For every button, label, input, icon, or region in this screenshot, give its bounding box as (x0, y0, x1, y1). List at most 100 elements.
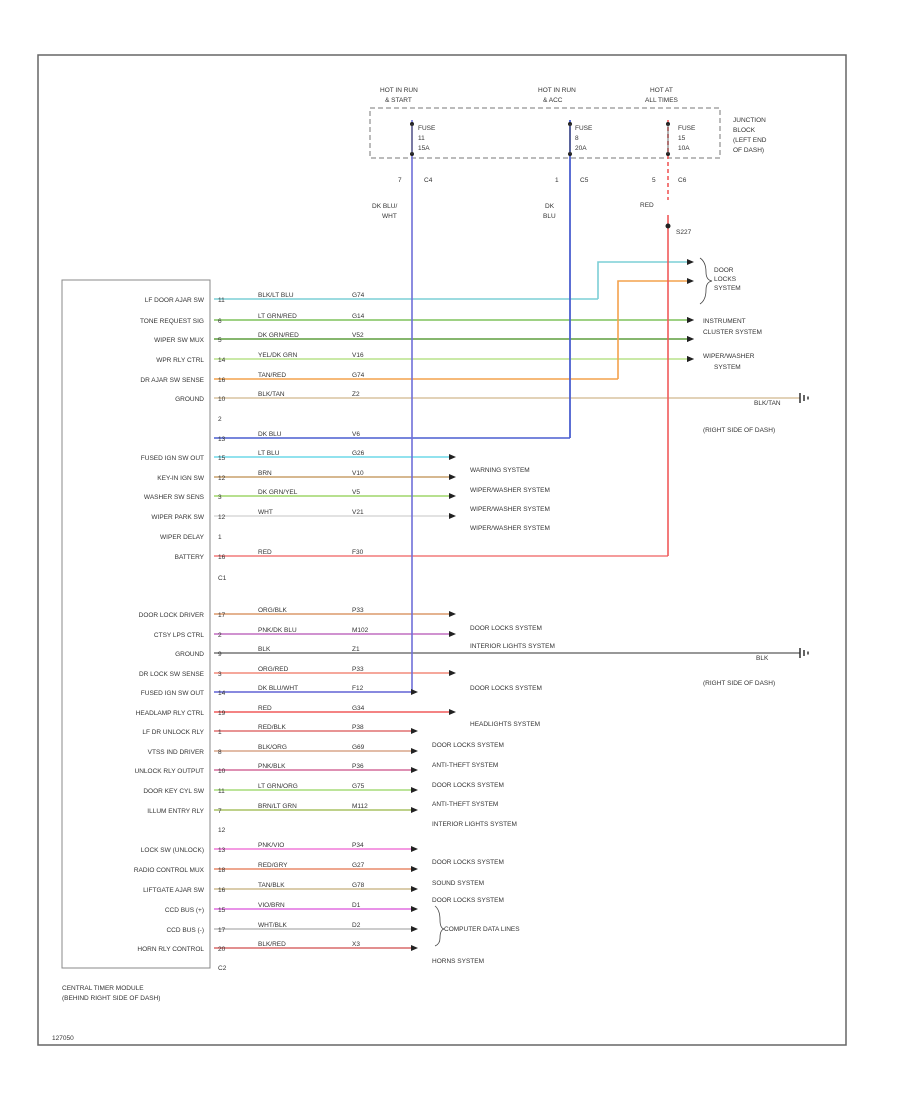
arrow-marker (449, 513, 456, 519)
circuit-label: Z1 (352, 646, 360, 653)
pin-label: WASHER SW SENS (144, 494, 205, 501)
arrow-marker (411, 926, 418, 932)
pin-label: ILLUM ENTRY RLY (147, 808, 204, 815)
circuit-label: V5 (352, 489, 360, 496)
dest-interior-lights-system-1: INTERIOR LIGHTS SYSTEM (470, 643, 555, 650)
pin-label: LF DOOR AJAR SW (145, 297, 205, 304)
pin-number: 13 (218, 847, 226, 854)
wire-color-label: BLK/ORG (258, 744, 287, 751)
pin-label: KEY-IN IGN SW (157, 475, 205, 482)
ground-symbol (799, 648, 809, 658)
ground-symbol (799, 393, 809, 403)
dest-door-locks-2: LOCKS (714, 276, 737, 283)
wire-color-label: WHT (258, 509, 273, 516)
circuit-label: Z2 (352, 391, 360, 398)
arrow-marker (687, 278, 694, 284)
fuse2-rating: 20A (575, 145, 587, 152)
pin-label: WIPER DELAY (160, 534, 205, 541)
pin-label: WIPER SW MUX (154, 337, 204, 344)
circuit-label: G69 (352, 744, 365, 751)
module-name-line1: CENTRAL TIMER MODULE (62, 985, 144, 992)
fuse2-supply-line1: HOT IN RUN (538, 87, 576, 94)
wire-color-label: BLK/LT BLU (258, 292, 294, 299)
dest-wiper-washer-1: WIPER/WASHER (703, 353, 755, 360)
dest-computer-data-lines: COMPUTER DATA LINES (444, 926, 520, 933)
pin-label: CCD BUS (+) (165, 907, 204, 914)
junction-block-label-1: JUNCTION (733, 117, 766, 124)
wire-color-label: RED/BLK (258, 724, 286, 731)
wire-color-label: DK BLU/WHT (258, 685, 298, 692)
pin-label: LOCK SW (UNLOCK) (141, 847, 204, 854)
pin-number: 18 (218, 867, 226, 874)
arrow-marker (687, 259, 694, 265)
arrow-marker (687, 317, 694, 323)
wire-riser (617, 280, 688, 379)
pin-number: 14 (218, 690, 226, 697)
junction-block-label-3: (LEFT END (733, 137, 767, 144)
pin-number: 1 (218, 534, 222, 541)
pin-number: 15 (218, 907, 226, 914)
pin-label: HEADLAMP RLY CTRL (136, 710, 205, 717)
arrow-marker (449, 709, 456, 715)
splice-label: S227 (676, 229, 692, 236)
arrow-marker (687, 356, 694, 362)
dest-door-locks-system-4: DOOR LOCKS SYSTEM (432, 782, 504, 789)
arrow-marker (449, 670, 456, 676)
pin-number: 10 (218, 768, 226, 775)
pin-label: FUSED IGN SW OUT (141, 690, 204, 697)
junction-block-label-4: OF DASH) (733, 147, 764, 154)
fuse3-connector: C6 (678, 177, 687, 184)
dest-horns-system: HORNS SYSTEM (432, 958, 484, 965)
ground2-wire: BLK (756, 655, 769, 662)
arrow-marker (449, 611, 456, 617)
circuit-label: P33 (352, 607, 364, 614)
dest-anti-theft-system-1: ANTI-THEFT SYSTEM (432, 762, 498, 769)
fuse3-number: 15 (678, 135, 686, 142)
splice-dot (665, 223, 671, 229)
pin-label: GROUND (175, 651, 204, 658)
pin-number: 8 (218, 749, 222, 756)
wire-color-label: YEL/DK GRN (258, 352, 298, 359)
dest-anti-theft-system-2: ANTI-THEFT SYSTEM (432, 801, 498, 808)
dest-interior-lights-system-2: INTERIOR LIGHTS SYSTEM (432, 821, 517, 828)
fuse1-connector: C4 (424, 177, 433, 184)
circuit-label: M102 (352, 627, 369, 634)
pin-label: VTSS IND DRIVER (148, 749, 205, 756)
dest-door-locks-system-1: DOOR LOCKS SYSTEM (470, 625, 542, 632)
wire-color-label: PNK/DK BLU (258, 627, 297, 634)
circuit-label: M112 (352, 803, 368, 810)
circuit-label: G26 (352, 450, 365, 457)
connector-c2: C2 (218, 965, 227, 972)
circuit-label: V52 (352, 332, 364, 339)
arrow-marker (411, 846, 418, 852)
dest-door-locks-system-6: DOOR LOCKS SYSTEM (432, 897, 504, 904)
circuit-label: G14 (352, 313, 365, 320)
circuit-label: G78 (352, 882, 365, 889)
pin-label: LF DR UNLOCK RLY (142, 729, 204, 736)
pin-label: FUSED IGN SW OUT (141, 455, 204, 462)
circuit-label: D1 (352, 902, 361, 909)
wire-color-label: BLK/TAN (258, 391, 285, 398)
pin-label: DOOR KEY CYL SW (143, 788, 205, 795)
arrow-marker (411, 866, 418, 872)
dest-wiper-washer-2: SYSTEM (714, 364, 741, 371)
pin-number: 19 (218, 710, 226, 717)
circuit-label: F30 (352, 549, 364, 556)
wire-color-label: BLK (258, 646, 271, 653)
wire-color-label: ORG/RED (258, 666, 289, 673)
arrow-marker (411, 945, 418, 951)
dest-door-locks-3: SYSTEM (714, 285, 741, 292)
fuse1-rating: 15A (418, 145, 430, 152)
pin-label: CTSY LPS CTRL (154, 632, 204, 639)
circuit-label: G74 (352, 292, 365, 299)
module-box (61, 279, 211, 969)
arrow-marker (411, 728, 418, 734)
pin-number: 15 (218, 455, 226, 462)
diagram-frame (37, 54, 847, 1046)
fuse3-supply-line1: HOT AT (650, 87, 673, 94)
fuse2-label: FUSE (575, 125, 593, 132)
pin-number: 17 (218, 927, 226, 934)
circuit-label: G27 (352, 862, 365, 869)
module-name-line2: (BEHIND RIGHT SIDE OF DASH) (62, 995, 160, 1002)
dest-wiper-washer-system-2: WIPER/WASHER SYSTEM (470, 506, 550, 513)
